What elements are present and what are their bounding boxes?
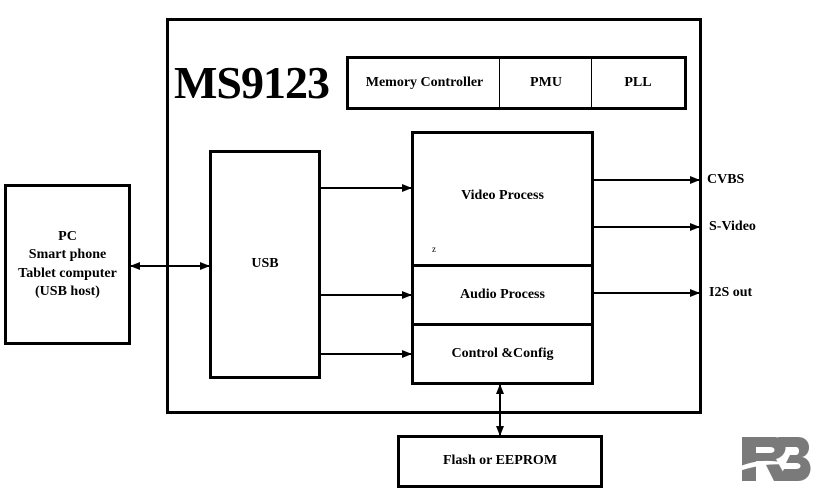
memory-controller-block: Memory Controller xyxy=(346,56,501,110)
memory-controller-label: Memory Controller xyxy=(365,74,484,90)
audio-process-label: Audio Process xyxy=(460,286,545,302)
flash-eeprom-label: Flash or EEPROM xyxy=(442,453,558,469)
flash-eeprom-block: Flash or EEPROM xyxy=(397,435,603,488)
watermark-logo-icon xyxy=(734,437,811,481)
chip-title: MS9123 xyxy=(174,57,330,108)
video-process-mark: z xyxy=(432,244,436,254)
video-process-label: Video Process xyxy=(461,187,544,203)
chip-outline xyxy=(166,18,702,414)
host-line-smartphone: Smart phone xyxy=(28,247,107,263)
usb-label: USB xyxy=(251,256,279,272)
output-i2s-label: I2S out xyxy=(709,285,753,300)
audio-process-block: Audio Process xyxy=(411,264,594,326)
host-line-pc: PC xyxy=(58,229,77,245)
video-process-block: Video Process z xyxy=(411,131,594,267)
control-config-block: Control &Config xyxy=(411,323,594,385)
output-cvbs-label: CVBS xyxy=(707,172,745,187)
host-line-tablet: Tablet computer xyxy=(18,265,117,281)
pmu-block: PMU xyxy=(499,56,593,110)
output-svideo-label: S-Video xyxy=(709,219,756,234)
control-config-label: Control &Config xyxy=(451,345,554,361)
usb-block: USB xyxy=(209,150,321,379)
pmu-label: PMU xyxy=(530,74,562,90)
pll-label: PLL xyxy=(624,74,652,90)
usb-host-block: PC Smart phone Tablet computer (USB host… xyxy=(4,184,131,345)
pll-block: PLL xyxy=(591,56,687,110)
host-line-usb-host: (USB host) xyxy=(35,283,100,299)
